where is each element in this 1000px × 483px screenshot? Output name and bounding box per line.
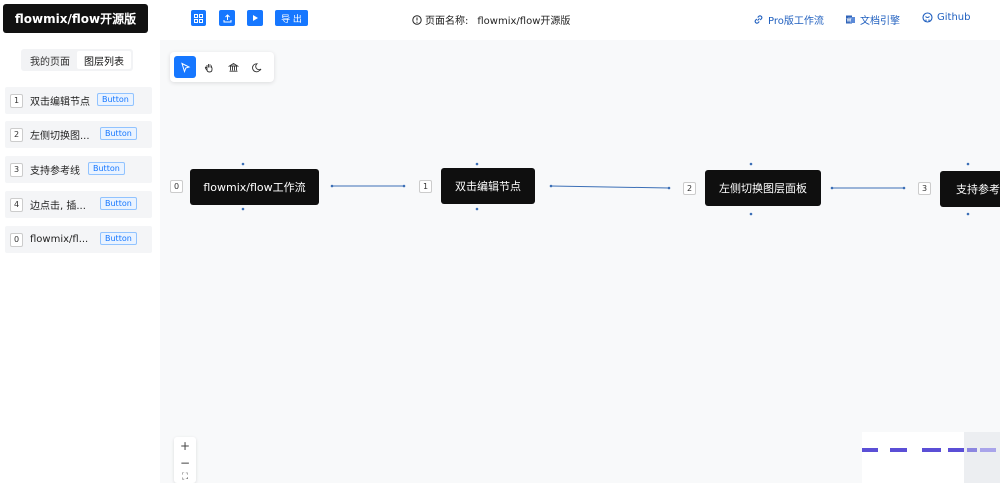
zoom-out-button[interactable]: − [179, 455, 191, 470]
flow-edges [241, 162, 970, 216]
edge-endpoint [902, 186, 906, 190]
layer-label: 边点击, 插... [30, 201, 86, 212]
node-handle[interactable] [241, 207, 245, 211]
node-handle[interactable] [966, 212, 970, 216]
node-index: 1 [419, 180, 432, 193]
layer-label: flowmix/fl... [30, 234, 89, 245]
export-button[interactable]: 导 出 [275, 10, 308, 26]
docs-link-label: 文档引擎 [860, 16, 900, 27]
fit-view-button[interactable]: ⛶ [181, 472, 189, 482]
edge-endpoint [402, 184, 406, 188]
node-index: 2 [683, 182, 696, 195]
select-tool-button[interactable] [174, 56, 196, 78]
page-name: 页面名称: flowmix/flow开源版 [412, 12, 570, 27]
layer-item[interactable]: 3 支持参考线 Button [5, 156, 152, 183]
layer-item[interactable]: 4 边点击, 插... Button [5, 191, 152, 218]
flow-canvas[interactable]: 0 flowmix/flow工作流 1 双击编辑节点 2 左侧切换图层面板 3 … [160, 40, 1000, 483]
tab-my-pages[interactable]: 我的页面 [30, 56, 70, 68]
app-logo[interactable]: flowmix/flow开源版 [3, 4, 148, 33]
info-icon [412, 14, 422, 25]
grid-button[interactable] [191, 10, 206, 26]
sidebar: 我的页面 图层列表 1 双击编辑节点 Button 2 左侧切换图... But… [0, 40, 160, 483]
node-handle[interactable] [749, 212, 753, 216]
layer-index: 3 [10, 162, 23, 177]
upload-button[interactable] [219, 10, 235, 26]
minimap-view [862, 432, 1000, 483]
layer-label: 支持参考线 [30, 166, 80, 177]
node-handle[interactable] [241, 162, 245, 166]
edge-endpoint [549, 184, 553, 188]
layer-item[interactable]: 0 flowmix/fl... Button [5, 226, 152, 253]
node-index: 3 [918, 182, 931, 195]
bank-tool-button[interactable] [222, 56, 244, 78]
flow-node[interactable]: 双击编辑节点 [441, 168, 535, 204]
node-handle[interactable] [475, 162, 479, 166]
sidebar-tabs: 我的页面 图层列表 [21, 49, 133, 71]
edge-endpoint [830, 186, 834, 190]
canvas-toolbar [170, 52, 274, 82]
layer-type-badge: Button [88, 162, 125, 175]
github-link[interactable]: Github [922, 12, 970, 23]
play-button[interactable] [247, 10, 263, 26]
layer-type-badge: Button [100, 197, 137, 210]
hand-tool-button[interactable] [198, 56, 220, 78]
grid-icon [194, 13, 203, 23]
moon-icon [251, 62, 261, 72]
upload-icon [223, 13, 231, 22]
flow-node[interactable]: 支持参考 [940, 171, 1000, 207]
page-name-value: flowmix/flow开源版 [477, 16, 571, 27]
edge-endpoint [667, 186, 671, 190]
layer-index: 2 [10, 127, 23, 142]
theme-toggle-button[interactable] [246, 56, 268, 78]
layer-index: 0 [10, 232, 23, 247]
play-icon [253, 15, 258, 21]
pro-link[interactable]: Pro版工作流 [753, 12, 824, 27]
layer-type-badge: Button [100, 127, 137, 140]
bank-icon [227, 62, 239, 72]
layer-label: 左侧切换图... [30, 131, 90, 142]
flow-node[interactable]: flowmix/flow工作流 [190, 169, 319, 205]
layer-label: 双击编辑节点 [30, 97, 90, 108]
edge[interactable] [550, 185, 670, 189]
pro-link-label: Pro版工作流 [768, 16, 824, 27]
select-icon [180, 62, 190, 73]
hand-icon [204, 63, 212, 72]
docs-link[interactable]: 文档引擎 [845, 12, 900, 27]
link-icon [754, 15, 763, 24]
layer-type-badge: Button [97, 93, 134, 106]
layer-item[interactable]: 2 左侧切换图... Button [5, 121, 152, 148]
layer-type-badge: Button [100, 232, 137, 245]
zoom-controls: + − ⛶ [174, 437, 196, 483]
node-handle[interactable] [475, 207, 479, 211]
layer-index: 1 [10, 93, 23, 108]
layer-index: 4 [10, 197, 23, 212]
node-handle[interactable] [966, 162, 970, 166]
layer-item[interactable]: 1 双击编辑节点 Button [5, 87, 152, 114]
minimap[interactable] [862, 432, 1000, 483]
github-link-label: Github [937, 12, 971, 23]
document-icon [846, 15, 855, 24]
node-index: 0 [170, 180, 183, 193]
flow-node[interactable]: 左侧切换图层面板 [705, 170, 821, 206]
zoom-in-button[interactable]: + [179, 438, 191, 453]
header: flowmix/flow开源版 导 出 页面名称: flowmix/flow开源… [0, 0, 1000, 40]
page-name-label: 页面名称: [425, 16, 469, 27]
github-icon [922, 12, 933, 23]
edge-endpoint [330, 184, 334, 188]
tab-layer-list[interactable]: 图层列表 [77, 51, 131, 69]
node-handle[interactable] [749, 162, 753, 166]
